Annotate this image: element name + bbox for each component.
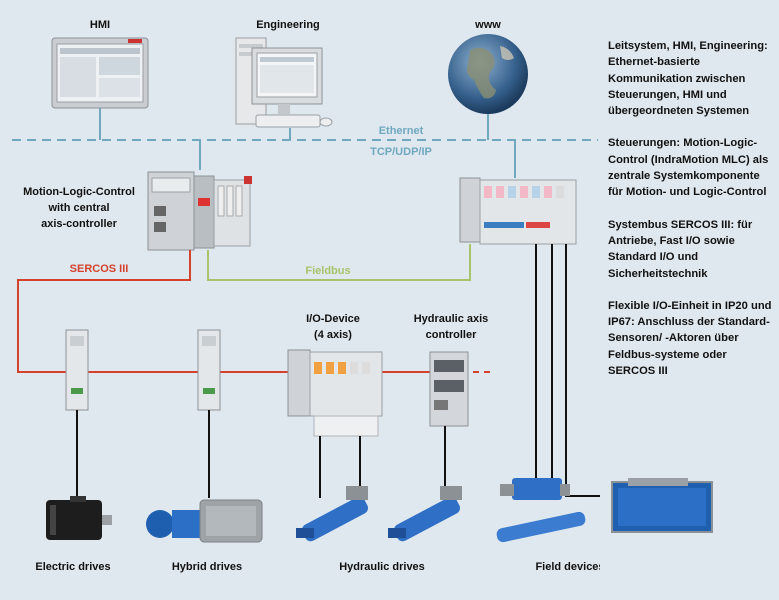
engineering-label: Engineering [256, 19, 320, 31]
side-paragraph-1: Leitsystem, HMI, Engineering: Ethernet-b… [608, 40, 768, 118]
controller-label-line3: axis-controller [41, 218, 118, 230]
bottom-labels: Electric drives Hybrid drives Hydraulic … [35, 561, 600, 573]
field-cable-3 [565, 244, 600, 497]
protocol-label: TCP/UDP/IP [370, 146, 432, 158]
controller-label-line1: Motion-Logic-Control [23, 186, 135, 198]
servo-drive-hybrid [197, 329, 221, 411]
electric-motor [46, 496, 112, 540]
globe-icon [448, 34, 528, 114]
valve-device [500, 478, 570, 500]
engineering-pc [235, 37, 333, 128]
io-device-label-line1: I/O-Device [306, 313, 360, 325]
ethernet-label: Ethernet [379, 125, 424, 137]
side-paragraph-4: Flexible I/O-Einheit in IP20 und IP67: A… [608, 299, 772, 378]
hydraulic-ctrl-label-line1: Hydraulic axis [414, 313, 489, 325]
remote-io-rack [459, 177, 577, 245]
fieldbus-label: Fieldbus [305, 265, 350, 277]
hydraulic-power-unit [611, 478, 713, 533]
io-device-label-line2: (4 axis) [314, 329, 352, 341]
hybrid-drive [146, 499, 263, 543]
controller-label-line2: with central [47, 202, 109, 214]
hydraulic-ctrl-label-line2: controller [426, 329, 477, 341]
hydraulic-cylinder-2 [388, 486, 462, 542]
hydraulic-cylinder-1 [296, 486, 369, 542]
hmi-label: HMI [90, 19, 110, 31]
fieldbus-line [207, 244, 471, 281]
servo-drive-electric [65, 329, 89, 411]
hybrid-drives-label: Hybrid drives [172, 561, 242, 573]
hydraulic-axis-controller [429, 351, 469, 427]
io-device-4axis [287, 349, 383, 437]
side-description: Leitsystem, HMI, Engineering: Ethernet-b… [608, 38, 776, 395]
side-paragraph-3: Systembus SERCOS III: für Antriebe, Fast… [608, 218, 753, 280]
side-paragraph-2: Steuerungen: Motion-Logic-Control (Indra… [608, 137, 769, 199]
automation-diagram: Ethernet TCP/UDP/IP HMI Engineering www [12, 19, 600, 543]
hmi-panel [51, 37, 149, 109]
electric-drives-label: Electric drives [35, 561, 110, 573]
www-label: www [474, 19, 501, 31]
field-devices-label: Field devices [535, 561, 600, 573]
field-cylinder [496, 511, 586, 543]
motion-logic-controller [147, 171, 252, 251]
hydraulic-drives-label: Hydraulic drives [339, 561, 425, 573]
sercos-line [17, 250, 290, 373]
sercos-label: SERCOS III [70, 263, 129, 275]
